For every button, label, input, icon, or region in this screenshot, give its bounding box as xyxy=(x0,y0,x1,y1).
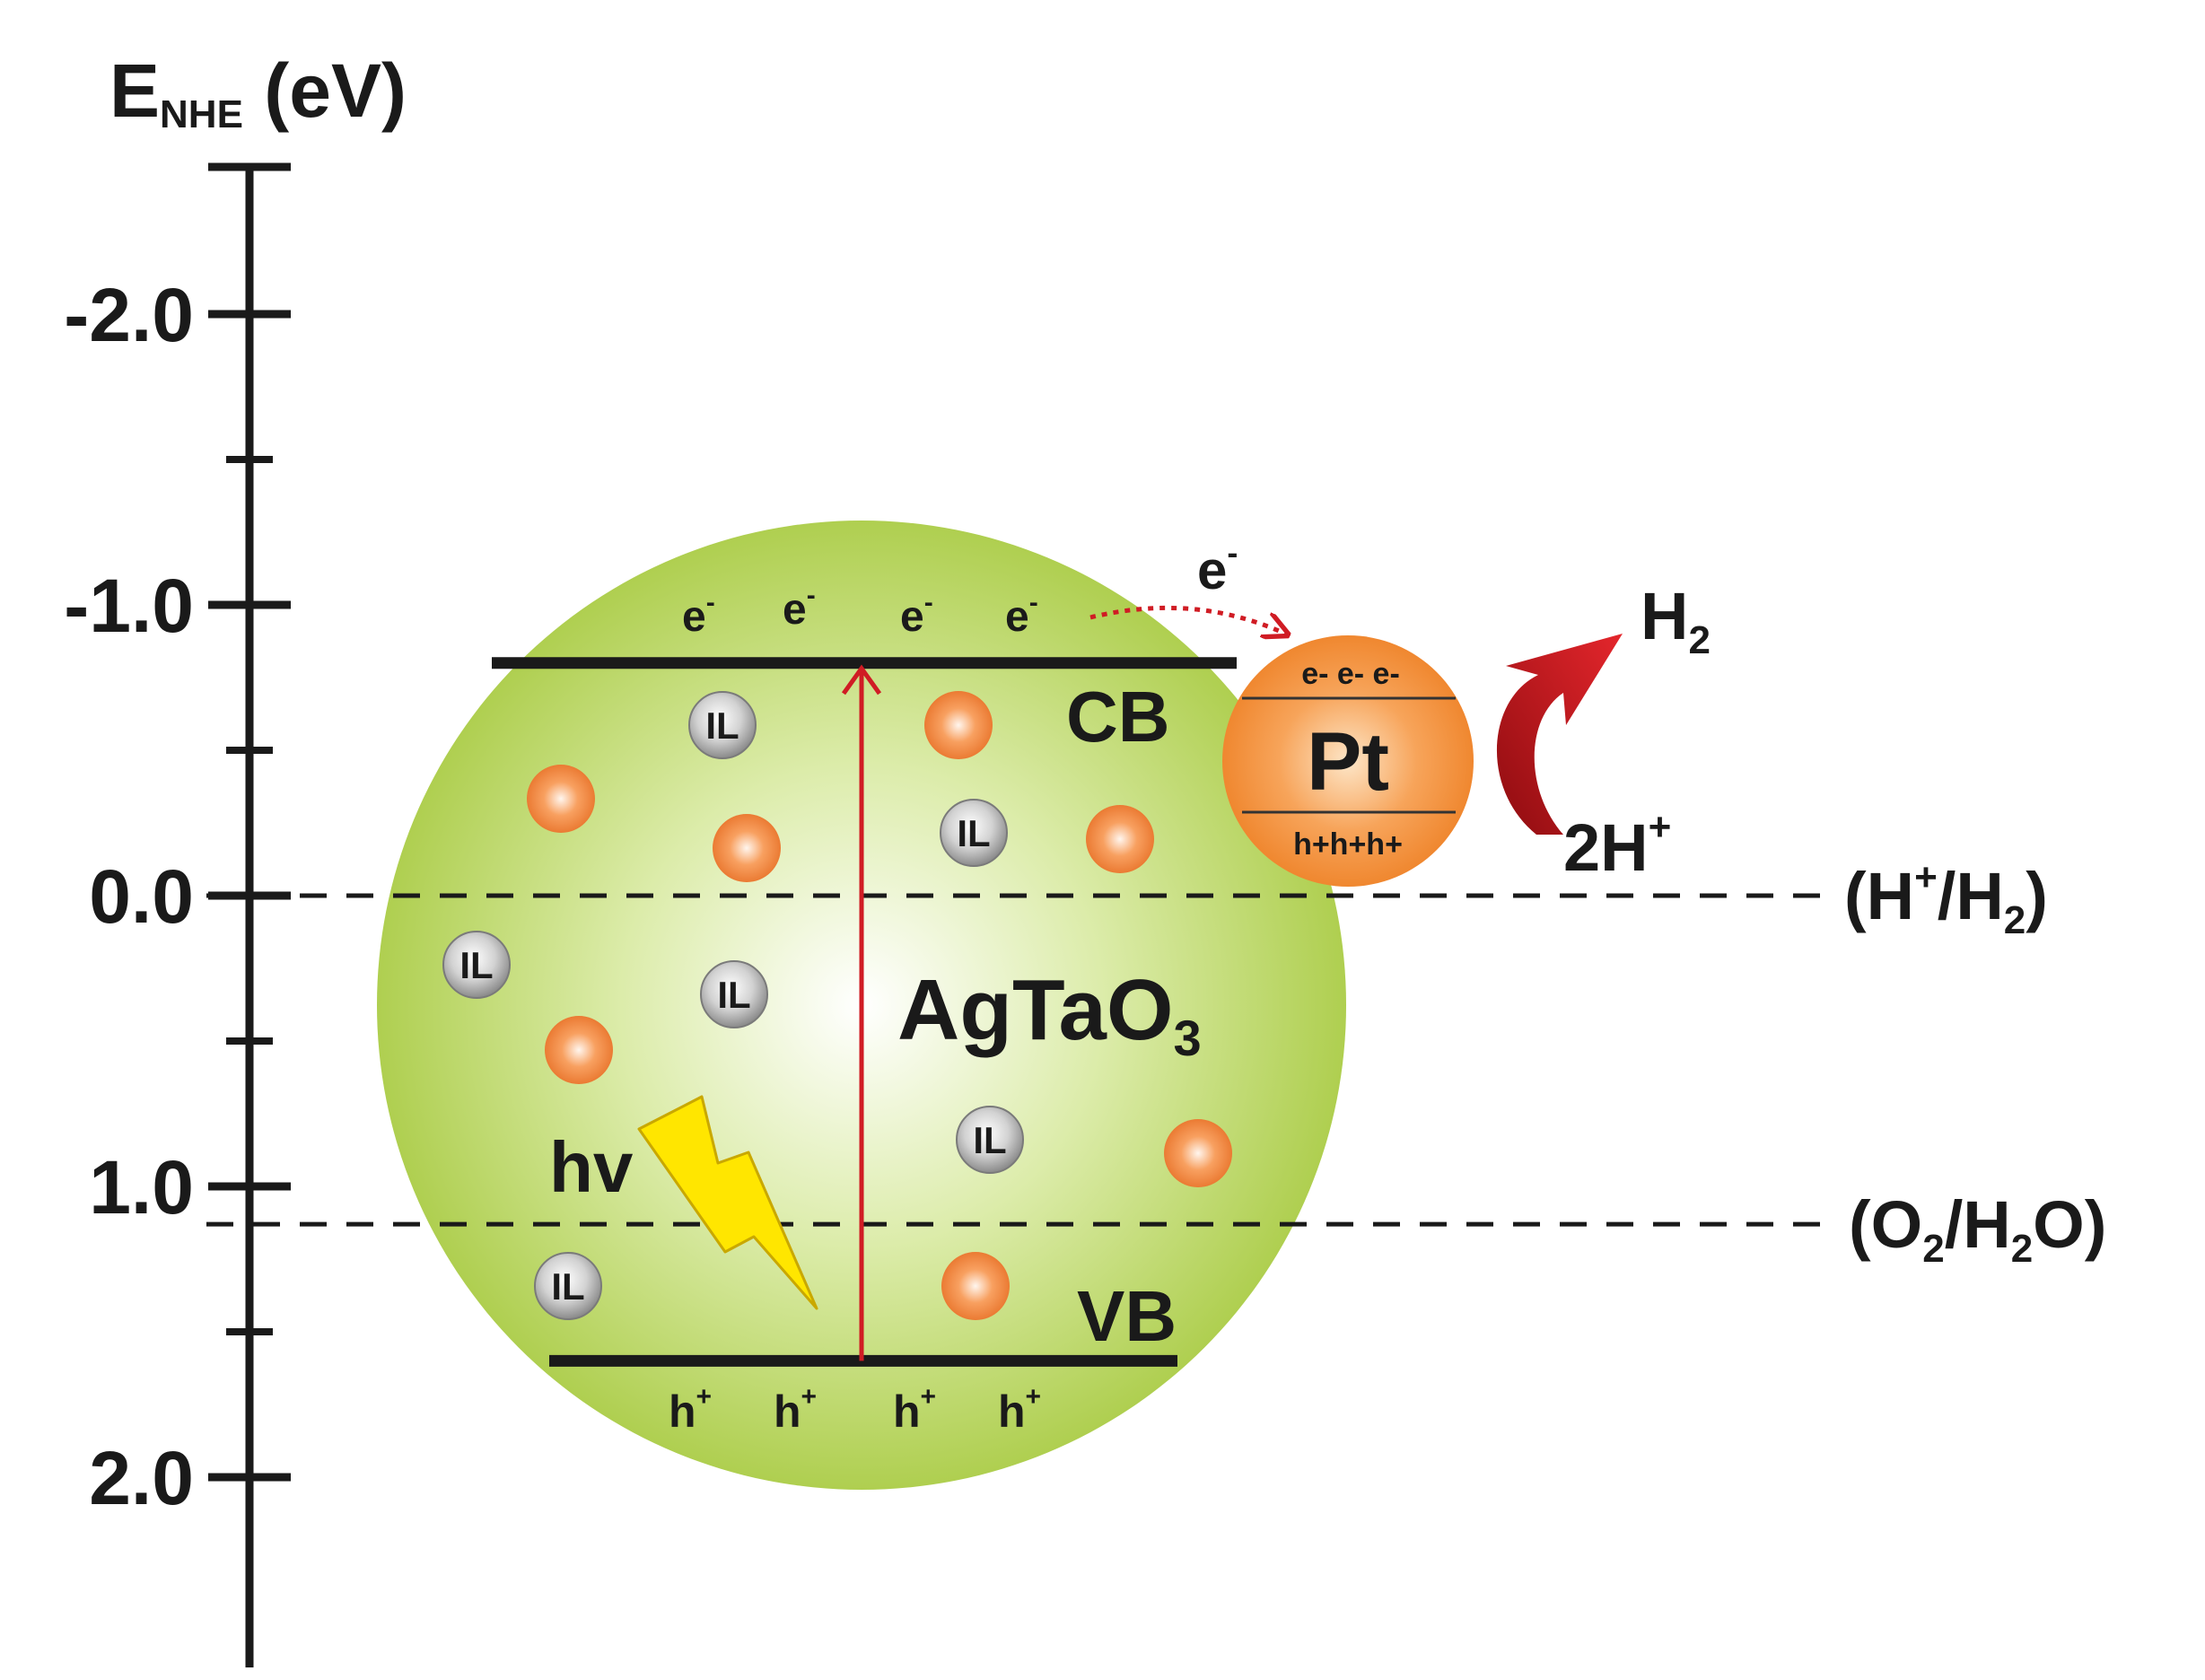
il-dots: IL IL IL IL IL IL xyxy=(442,691,1024,1320)
svg-text:IL: IL xyxy=(705,704,739,747)
energy-axis: -2.0 -1.0 0.0 1.0 2.0 ENHE (eV) xyxy=(64,48,407,1667)
axis-title-sub: NHE xyxy=(160,92,243,136)
il-dot: IL xyxy=(534,1252,602,1320)
electron-4: e- xyxy=(1005,588,1038,641)
cb-label: CB xyxy=(1066,677,1170,757)
il-dot: IL xyxy=(688,691,757,759)
h2-evolution-arrow xyxy=(1496,634,1623,835)
axis-title-main: E xyxy=(109,48,160,133)
hole-3: h+ xyxy=(893,1382,936,1437)
tick-label: 1.0 xyxy=(89,1145,194,1229)
svg-text:IL: IL xyxy=(717,974,750,1016)
electron-transfer-arrow xyxy=(1089,605,1285,634)
vb-label: VB xyxy=(1077,1276,1177,1356)
pt-label: Pt xyxy=(1307,716,1389,808)
transfer-electron-label: e- xyxy=(1197,534,1238,600)
o-redox-label: (O2/H2O) xyxy=(1849,1187,2106,1271)
tick-label: 0.0 xyxy=(89,854,194,939)
pt-electrons: e- e- e- xyxy=(1301,657,1400,691)
orange-dots xyxy=(527,691,1232,1320)
electron-1: e- xyxy=(682,588,715,641)
pt-holes: h+h+h+ xyxy=(1293,827,1403,862)
hole-4: h+ xyxy=(998,1382,1041,1437)
orange-dot xyxy=(924,691,993,759)
hv-label: hv xyxy=(549,1127,634,1207)
axis-title-unit: (eV) xyxy=(243,48,407,133)
excitation-arrow-head xyxy=(841,664,882,696)
h-redox-label: (H+/H2) xyxy=(1844,855,2048,942)
tick-label: 2.0 xyxy=(89,1436,194,1520)
il-dot: IL xyxy=(956,1106,1024,1174)
h2-product-label: H2 xyxy=(1641,579,1711,662)
hole-2: h+ xyxy=(774,1382,817,1437)
il-dot: IL xyxy=(940,799,1008,867)
holes-vb: h+ h+ h+ h+ xyxy=(669,1382,1041,1437)
svg-text:IL: IL xyxy=(957,812,990,854)
orange-dot xyxy=(1164,1119,1232,1187)
lightning-bolt-icon xyxy=(637,1095,818,1310)
orange-dot xyxy=(941,1252,1010,1320)
axis-ticks: -2.0 -1.0 0.0 1.0 2.0 xyxy=(64,162,291,1520)
electron-2: e- xyxy=(783,581,816,634)
svg-text:IL: IL xyxy=(551,1265,584,1308)
tick-label: -1.0 xyxy=(64,564,194,648)
il-dot: IL xyxy=(700,960,768,1028)
svg-text:IL: IL xyxy=(973,1119,1006,1161)
material-label: AgTaO3 xyxy=(897,962,1202,1066)
hole-1: h+ xyxy=(669,1382,712,1437)
il-dot: IL xyxy=(442,931,511,999)
orange-dot xyxy=(545,1016,613,1084)
orange-dot xyxy=(713,814,781,882)
tick-label: -2.0 xyxy=(64,273,194,357)
proton-reactant-label: 2H+ xyxy=(1563,805,1671,885)
pt-particle: Pt e- e- e- h+h+h+ xyxy=(1222,635,1474,887)
electron-3: e- xyxy=(900,588,933,641)
orange-dot xyxy=(527,765,595,833)
axis-title: ENHE (eV) xyxy=(109,48,407,136)
svg-text:IL: IL xyxy=(459,944,493,986)
electrons-cb: e- e- e- e- xyxy=(682,581,1038,641)
orange-dot xyxy=(1086,805,1154,873)
